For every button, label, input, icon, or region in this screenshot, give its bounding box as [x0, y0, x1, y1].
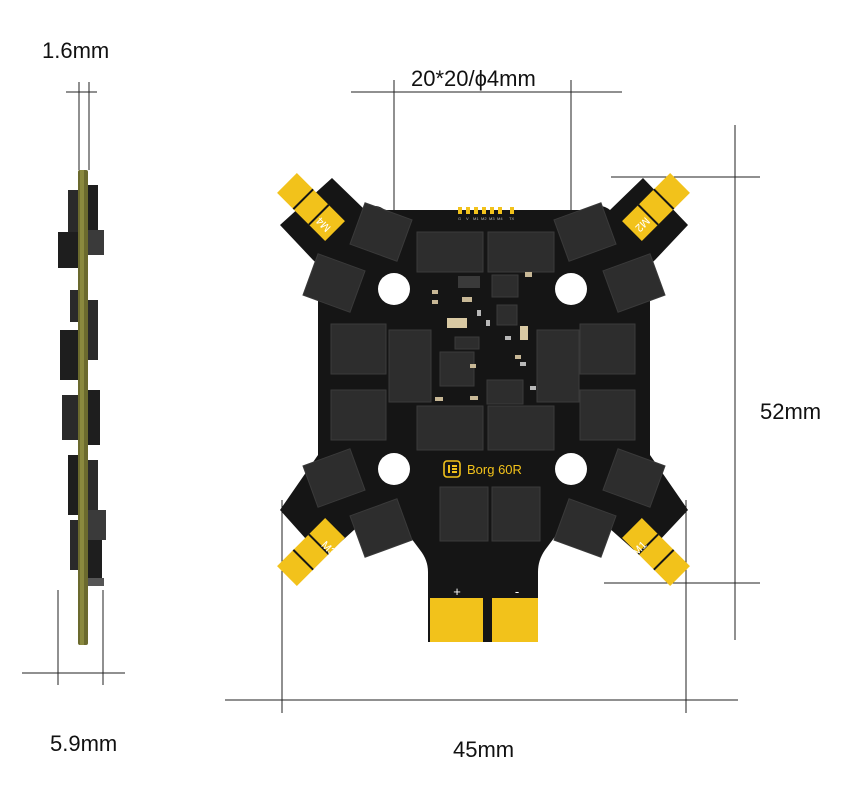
power-pad-minus: [492, 598, 538, 642]
board-height-label: 52mm: [760, 399, 822, 424]
header-pin-label: TX: [509, 216, 514, 221]
power-plus-label: +: [453, 584, 461, 599]
mosfet: [439, 486, 489, 542]
mosfet: [302, 253, 366, 313]
side-component: [68, 455, 78, 515]
mosfet: [416, 231, 484, 273]
side-component: [88, 578, 104, 586]
mosfet: [487, 405, 555, 451]
mosfet: [330, 323, 387, 375]
motor-pad-m4: [277, 173, 345, 241]
side-component: [88, 230, 104, 255]
esc-board: M4 M2 M3 M1 + - G V M1 M2 M3 M4 TX: [277, 173, 690, 642]
power-pad-plus: [430, 598, 483, 642]
side-component: [62, 395, 78, 440]
side-component: [88, 510, 106, 540]
header-pin-label: M4: [497, 216, 503, 221]
side-component: [60, 330, 78, 380]
header-pin-label: V: [466, 216, 469, 221]
motor-pad-m1: [622, 518, 690, 586]
mount-pattern-label: 20*20/ϕ4mm: [411, 66, 536, 91]
mount-hole: [378, 273, 410, 305]
side-component: [70, 520, 78, 570]
mosfet: [330, 389, 387, 441]
mosfet: [349, 202, 413, 262]
mosfet: [491, 486, 541, 542]
side-component: [88, 460, 98, 510]
mosfet: [416, 405, 484, 451]
mosfet: [487, 231, 555, 273]
mount-hole: [555, 273, 587, 305]
mosfet: [579, 323, 636, 375]
mount-hole: [378, 453, 410, 485]
header-pin-label: M2: [481, 216, 487, 221]
header-pin-label: G: [458, 216, 461, 221]
mosfet: [602, 253, 666, 313]
side-component: [88, 300, 98, 360]
side-component: [88, 185, 98, 240]
mosfet: [536, 329, 580, 403]
brand-logo-icon: [443, 460, 461, 478]
mosfet: [302, 448, 366, 508]
side-view-board: [58, 170, 106, 645]
signal-header: [458, 207, 514, 214]
brand-text: Borg 60R: [467, 462, 522, 477]
mosfet: [388, 329, 432, 403]
board-width-label: 45mm: [453, 737, 515, 762]
mosfet: [553, 498, 617, 558]
header-pin-label: M1: [473, 216, 479, 221]
power-minus-label: -: [515, 584, 519, 599]
small-components: [432, 272, 536, 405]
side-component: [70, 290, 78, 322]
mosfet: [579, 389, 636, 441]
side-thickness-label: 1.6mm: [42, 38, 110, 63]
header-pin-label: M3: [489, 216, 495, 221]
mount-hole: [555, 453, 587, 485]
motor-pad-m3: [277, 518, 345, 586]
side-component: [88, 390, 100, 445]
mosfet: [553, 202, 617, 262]
mosfet: [349, 498, 413, 558]
header-pin-labels: G V M1 M2 M3 M4 TX: [458, 216, 514, 221]
side-component: [68, 190, 78, 260]
side-height-label: 5.9mm: [50, 731, 118, 756]
side-component: [58, 232, 78, 268]
motor-pad-m2: [622, 173, 690, 241]
side-component: [88, 540, 102, 585]
mosfet: [602, 448, 666, 508]
